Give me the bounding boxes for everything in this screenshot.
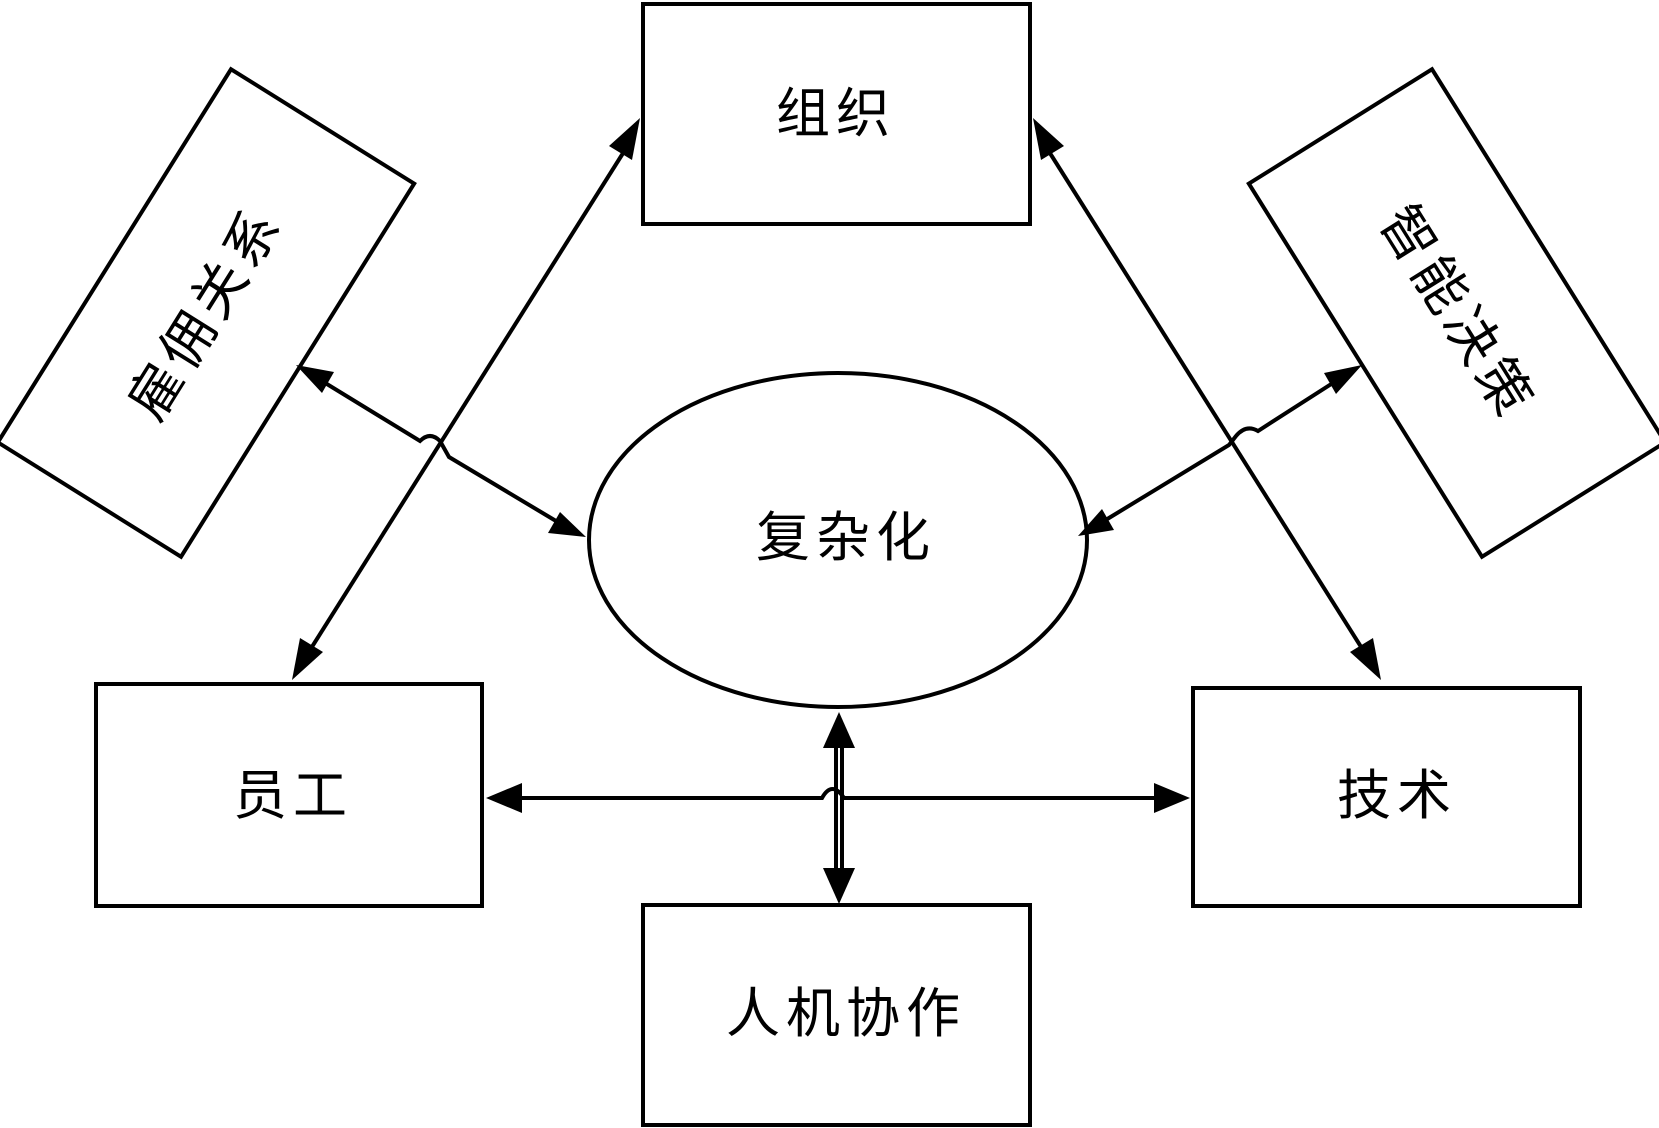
arrowhead-to-technology — [1350, 638, 1381, 680]
arrowhead-to-employee — [292, 638, 323, 680]
arrowhead-to-complexity-right — [1078, 509, 1114, 536]
node-technology-label: 技术 — [1337, 764, 1457, 827]
arrowhead-to-organization-right — [1033, 118, 1064, 160]
connector-organization-technology — [1033, 118, 1381, 680]
arrowhead-to-complexity-bottom — [823, 712, 855, 748]
connector-decision-complexity — [1078, 365, 1362, 536]
arrowhead-to-technology-horizontal — [1154, 783, 1190, 813]
connector-complexity-humanmachine — [823, 712, 855, 904]
arrowhead-to-human-machine — [823, 868, 855, 904]
arrowhead-to-intelligent-decision — [1324, 365, 1362, 394]
arrowhead-to-organization — [609, 118, 640, 160]
node-complexity-label: 复杂化 — [756, 506, 936, 569]
arrowhead-to-employment-relation — [296, 365, 334, 393]
node-organization: 组织 — [641, 2, 1032, 226]
connector-employment-complexity — [296, 365, 586, 537]
node-human-machine-label: 人机协作 — [726, 982, 966, 1045]
node-intelligent-decision: 智能决策 — [1246, 66, 1659, 560]
node-employee-label: 员工 — [233, 764, 353, 827]
node-employment-relation: 雇佣关系 — [0, 66, 417, 560]
node-employee: 员工 — [94, 682, 484, 908]
node-complexity: 复杂化 — [587, 371, 1089, 709]
node-human-machine: 人机协作 — [641, 903, 1032, 1127]
node-organization-label: 组织 — [776, 82, 896, 145]
connector-organization-employee — [292, 118, 640, 680]
arrowhead-to-complexity-left — [548, 512, 586, 537]
node-technology: 技术 — [1191, 686, 1582, 908]
arrowhead-to-employee-horizontal — [486, 783, 522, 813]
